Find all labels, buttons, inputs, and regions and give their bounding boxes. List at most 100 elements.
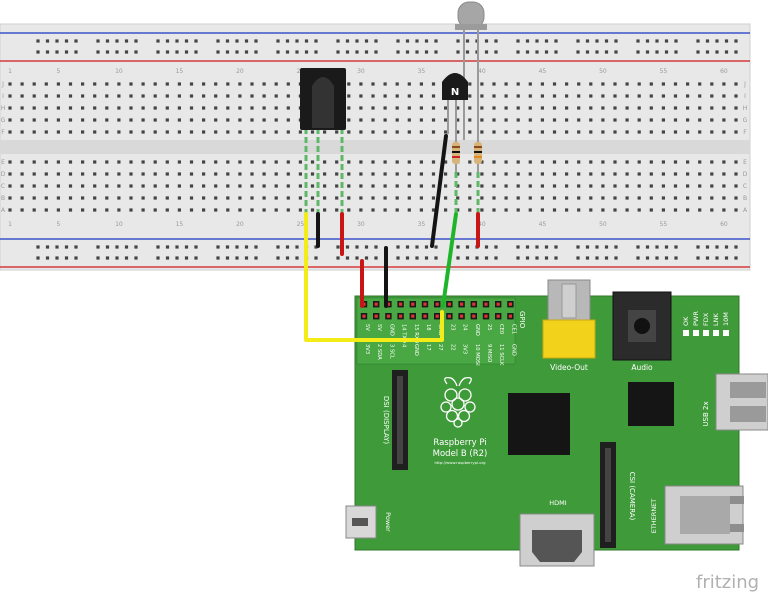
breadboard-hole (722, 118, 726, 122)
breadboard-hole (492, 208, 496, 212)
resistor-2-band-2 (474, 151, 482, 153)
rail-hole (465, 50, 470, 54)
rail-hole (244, 50, 249, 54)
breadboard-hole (601, 208, 605, 212)
rail-hole (96, 245, 100, 249)
breadboard-hole (117, 118, 121, 122)
breadboard-hole (383, 130, 387, 134)
gpio-top-label: 5V (364, 324, 370, 331)
breadboard-hole (395, 208, 399, 212)
breadboard-hole (177, 118, 181, 122)
gpio-top-label: 5V (376, 324, 382, 331)
rail-hole (484, 245, 489, 249)
rail-hole (115, 245, 119, 249)
rail-hole (364, 245, 369, 249)
breadboard-hole (105, 208, 109, 212)
rail-hole (184, 50, 189, 54)
breadboard-hole (419, 208, 423, 212)
breadboard-hole (286, 94, 290, 98)
breadboard-hole (528, 94, 532, 98)
rail-hole (276, 245, 280, 249)
breadboard-hole (540, 196, 544, 200)
breadboard-hole (431, 208, 436, 212)
breadboard-hole (20, 94, 24, 98)
breadboard-hole (298, 196, 302, 200)
rail-hole (465, 245, 470, 249)
breadboard-hole (117, 106, 121, 110)
breadboard-hole (444, 118, 448, 122)
rail-hole (74, 256, 78, 260)
row-letter: H (743, 105, 748, 112)
breadboard-hole (129, 94, 133, 98)
row-letter: E (1, 159, 5, 166)
breadboard-hole (444, 208, 448, 212)
gpio-top-label: 25 (486, 324, 492, 331)
rail-hole (705, 39, 710, 43)
rail-hole (516, 50, 520, 54)
breadboard-hole (20, 118, 24, 122)
breadboard-hole (468, 160, 472, 164)
breadboard-hole (419, 160, 423, 164)
audio-jack (612, 291, 672, 361)
breadboard-hole (395, 82, 399, 86)
breadboard-hole (165, 160, 169, 164)
breadboard-hole (516, 208, 520, 212)
breadboard-hole (431, 184, 436, 188)
breadboard-hole (323, 160, 327, 164)
breadboard-hole (625, 160, 629, 164)
breadboard-hole (504, 172, 508, 176)
rail-hole (364, 50, 369, 54)
breadboard-hole (613, 94, 617, 98)
breadboard-hole (395, 184, 399, 188)
gpio-header-area (356, 297, 516, 365)
breadboard-hole (698, 160, 702, 164)
breadboard-hole (81, 184, 85, 188)
audio-label: Audio (631, 363, 653, 372)
rail-hole (355, 50, 359, 54)
breadboard-hole (214, 160, 218, 164)
breadboard-hole (189, 94, 194, 98)
breadboard-hole (444, 172, 448, 176)
rail-hole (724, 39, 729, 43)
column-number: 35 (418, 68, 426, 75)
rail-hole (124, 256, 129, 260)
rail-hole (595, 39, 599, 43)
rail-hole (336, 245, 340, 249)
rail-hole (636, 245, 640, 249)
breadboard-hole (444, 106, 448, 110)
breadboard-hole (431, 130, 436, 134)
gpio-top-label: 18 (425, 324, 431, 331)
breadboard-hole (105, 118, 109, 122)
breadboard-hole (504, 184, 508, 188)
breadboard-hole (226, 160, 230, 164)
breadboard-hole (44, 184, 48, 188)
rail-hole (554, 39, 558, 43)
resistor-1-band-3 (452, 156, 460, 158)
breadboard-hole (202, 130, 206, 134)
breadboard-hole (129, 82, 133, 86)
rail-hole (64, 39, 69, 43)
breadboard-hole (673, 94, 678, 98)
rail-hole (96, 39, 100, 43)
rail-hole (254, 39, 258, 43)
breadboard-hole (238, 196, 242, 200)
breadboard-hole (165, 208, 169, 212)
breadboard-hole (56, 160, 60, 164)
breadboard-hole (601, 94, 605, 98)
breadboard-hole (577, 172, 581, 176)
breadboard-hole (673, 184, 678, 188)
rail-hole (554, 50, 558, 54)
breadboard-hole (202, 106, 206, 110)
breadboard-hole (686, 184, 690, 188)
rail-hole (576, 245, 580, 249)
lan-chip (628, 382, 674, 426)
rail-hole (345, 50, 350, 54)
rail-hole (115, 256, 119, 260)
gpio-bottom-label: 3V3 (364, 344, 370, 354)
rail-hole (544, 39, 549, 43)
rail-hole (405, 256, 410, 260)
rail-hole (724, 256, 729, 260)
breadboard-hole (419, 172, 423, 176)
soc-chip (508, 393, 570, 455)
wires (304, 134, 480, 342)
